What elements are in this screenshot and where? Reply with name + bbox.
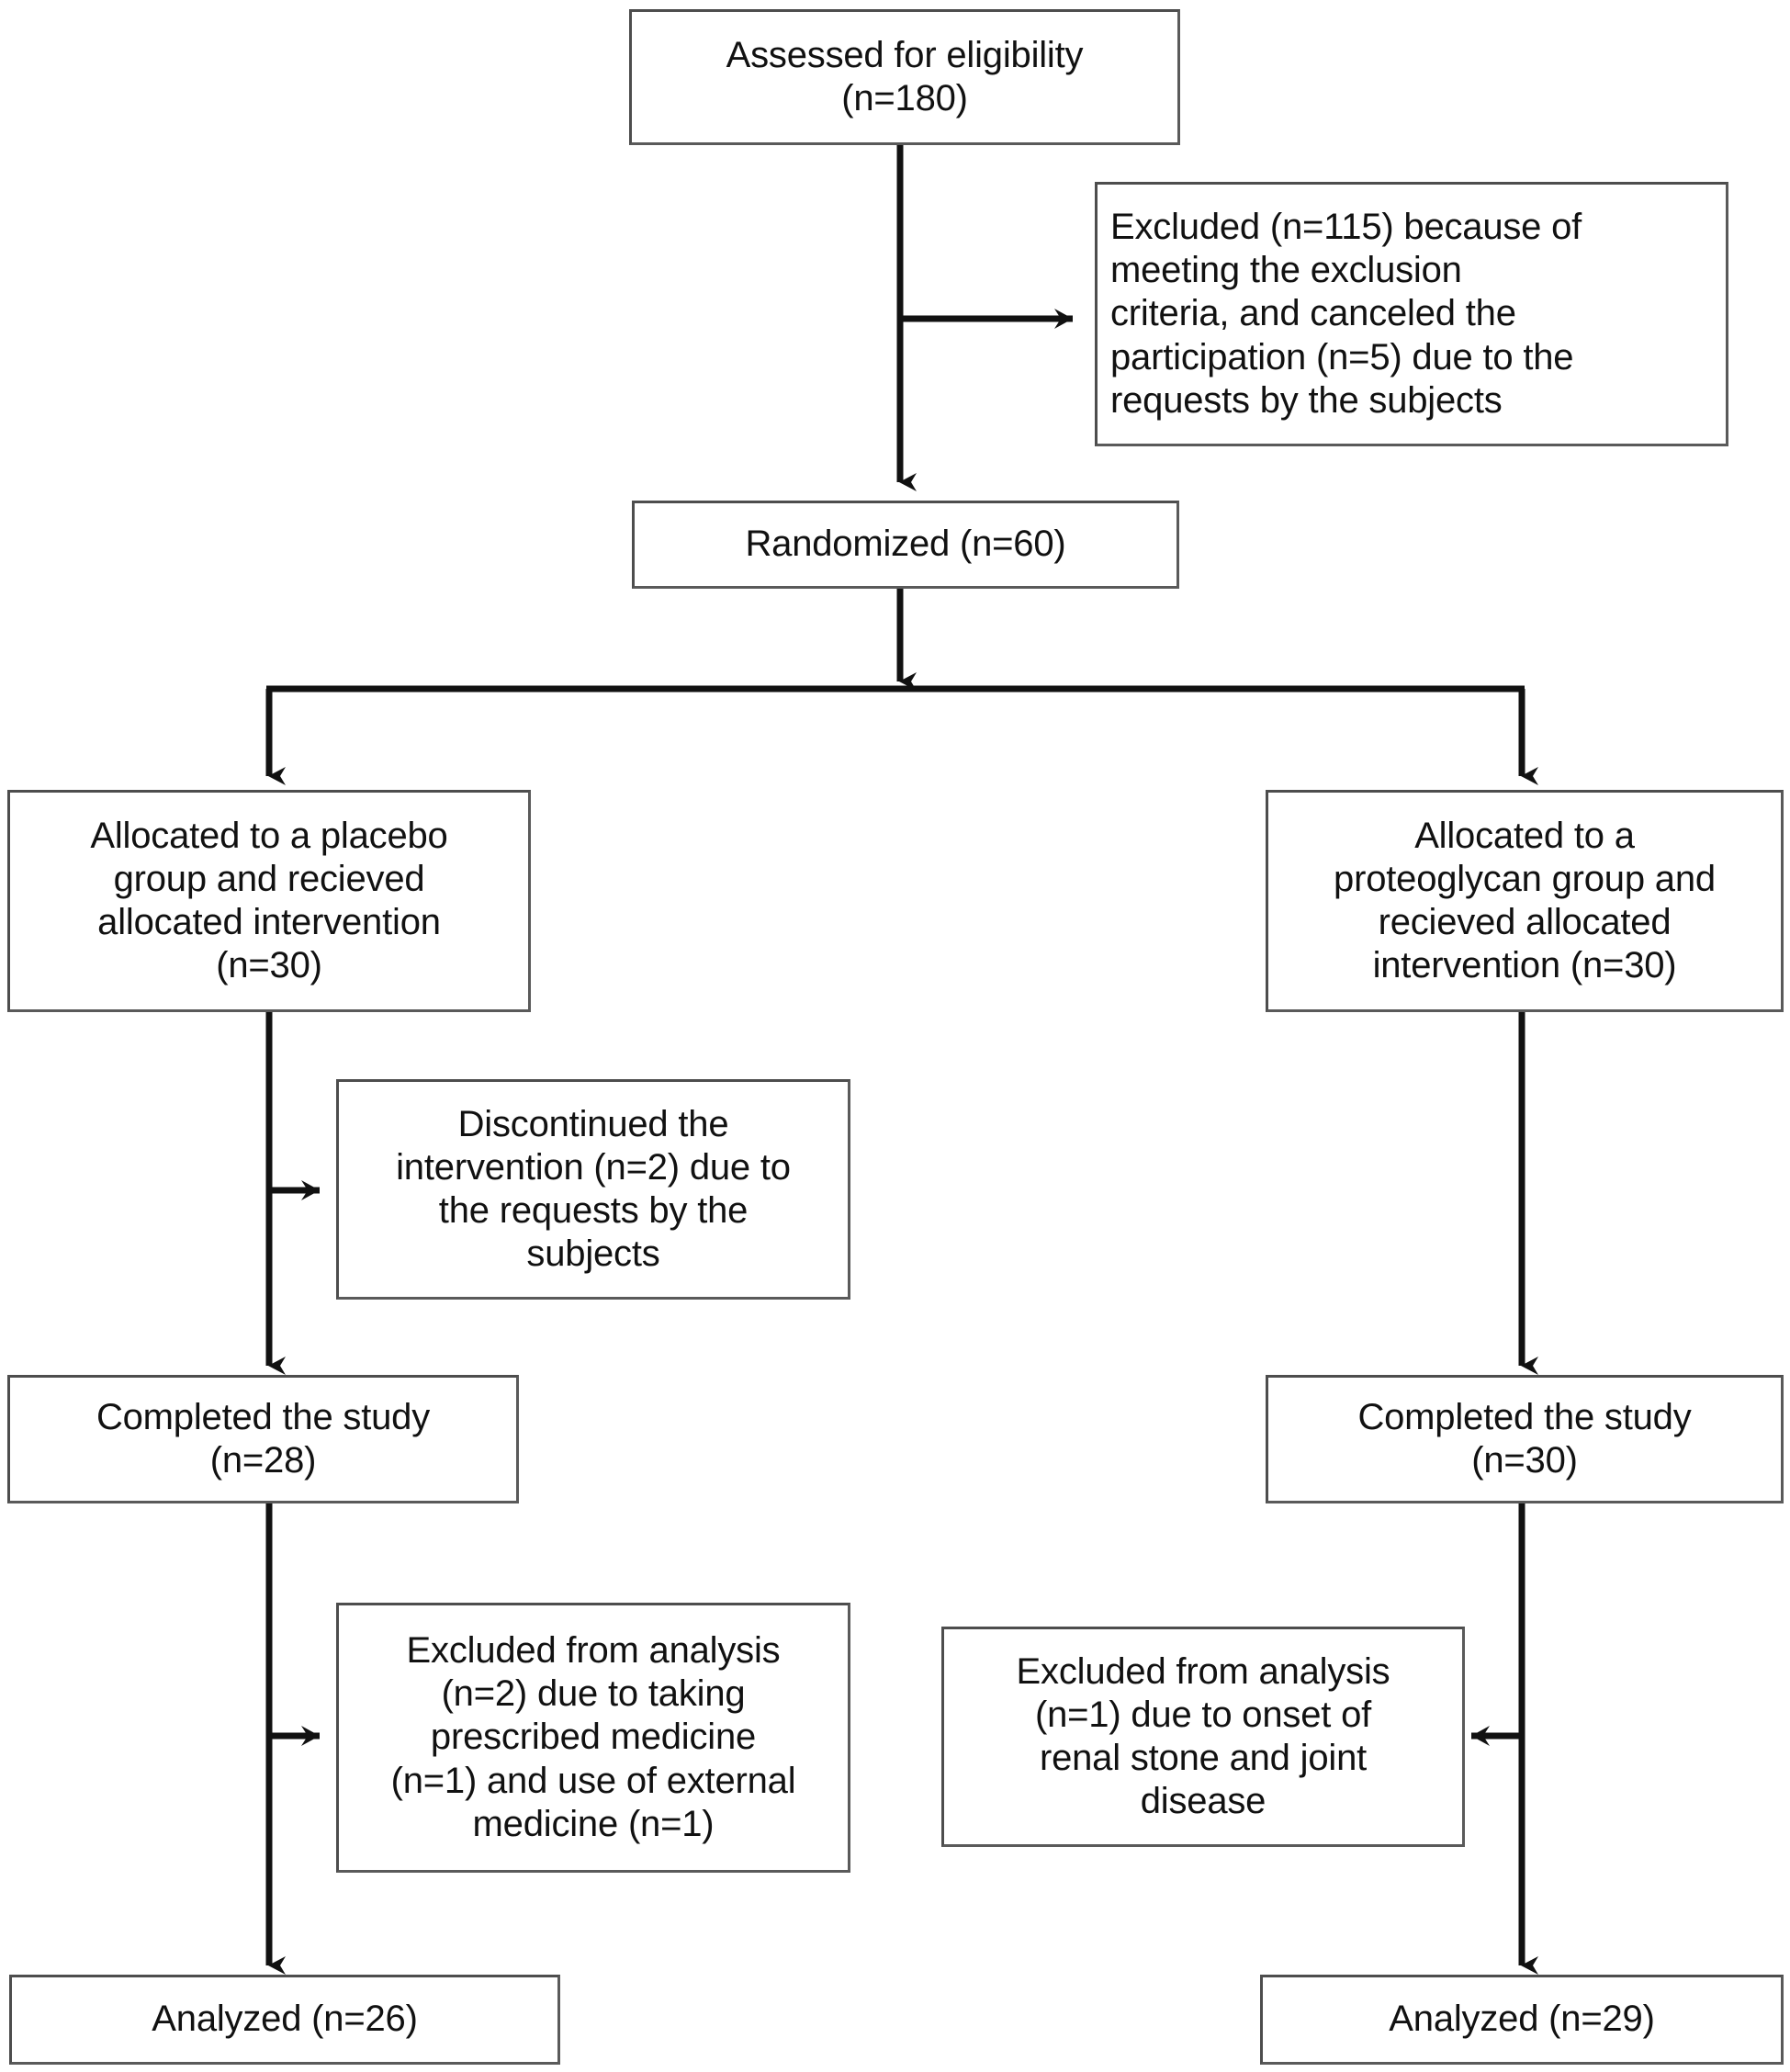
node-analyzed-placebo: Analyzed (n=26) [9,1975,560,2065]
node-completed-placebo-text: Completed the study (n=28) [96,1396,431,1481]
node-excluded-analysis-placebo-text: Excluded from analysis (n=2) due to taki… [390,1630,796,1844]
node-excluded-analysis-proteoglycan: Excluded from analysis (n=1) due to onse… [941,1627,1465,1847]
node-allocated-proteoglycan: Allocated to a proteoglycan group and re… [1266,790,1784,1012]
node-completed-proteoglycan-text: Completed the study (n=30) [1357,1396,1692,1481]
node-excluded-analysis-proteoglycan-text: Excluded from analysis (n=1) due to onse… [1016,1650,1390,1822]
node-excluded-enrollment-text: Excluded (n=115) because of meeting the … [1110,207,1582,421]
node-analyzed-proteoglycan-text: Analyzed (n=29) [1389,1999,1655,2040]
node-allocated-placebo: Allocated to a placebo group and recieve… [7,790,531,1012]
node-discontinued-placebo: Discontinued the intervention (n=2) due … [336,1079,850,1300]
node-assessed-for-eligibility: Assessed for eligibility (n=180) [629,9,1180,145]
node-randomized: Randomized (n=60) [632,501,1179,589]
node-excluded-analysis-placebo: Excluded from analysis (n=2) due to taki… [336,1603,850,1873]
edge-randomized-split [265,589,1538,785]
node-completed-placebo: Completed the study (n=28) [7,1375,519,1503]
node-analyzed-proteoglycan: Analyzed (n=29) [1260,1975,1784,2065]
node-randomized-text: Randomized (n=60) [745,524,1066,565]
node-analyzed-placebo-text: Analyzed (n=26) [152,1999,418,2040]
node-excluded-enrollment: Excluded (n=115) because of meeting the … [1095,182,1728,446]
node-allocated-proteoglycan-text: Allocated to a proteoglycan group and re… [1334,815,1716,986]
node-completed-proteoglycan: Completed the study (n=30) [1266,1375,1784,1503]
node-assessed-for-eligibility-text: Assessed for eligibility (n=180) [726,34,1084,118]
node-allocated-placebo-text: Allocated to a placebo group and recieve… [90,815,448,986]
node-discontinued-placebo-text: Discontinued the intervention (n=2) due … [396,1103,791,1275]
